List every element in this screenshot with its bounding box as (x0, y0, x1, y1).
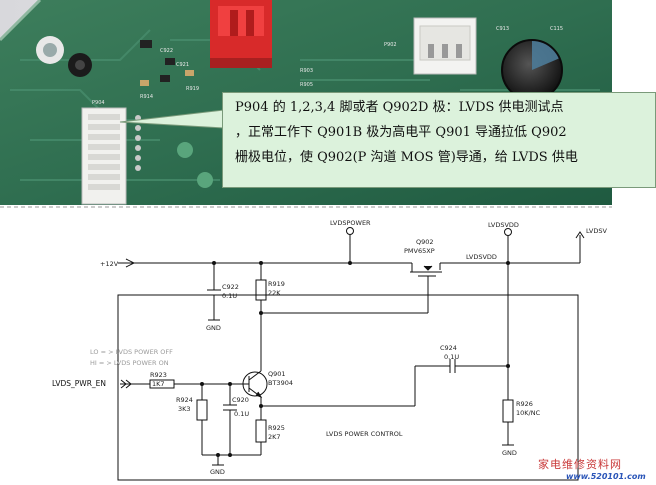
label-gnd-2: GND (502, 449, 517, 457)
watermark-en: www.520101.com (566, 472, 646, 481)
label-c922-val: 0.1U (222, 292, 237, 300)
label-q902-ref: Q902 (416, 238, 434, 246)
label-q901-ref: Q901 (268, 370, 286, 378)
label-lvdsvdd-top: LVDSVDD (488, 221, 519, 229)
silk-c115: C115 (550, 26, 563, 32)
silk-c922: C922 (160, 48, 173, 54)
label-r926-val: 10K/NC (516, 409, 541, 417)
label-r926-ref: R926 (516, 400, 533, 408)
silk-r905: R905 (300, 82, 313, 88)
silk-c913: C913 (496, 26, 509, 32)
label-c920-val: 0.1U (234, 410, 249, 418)
label-c922-ref: C922 (222, 283, 239, 291)
label-block: LVDS POWER CONTROL (326, 430, 403, 438)
note-hi: HI = > LVDS POWER ON (90, 359, 169, 367)
label-c924-ref: C924 (440, 344, 457, 352)
silk-r914: R914 (140, 94, 153, 100)
callout-line-3: 栅极电位，使 Q902(P 沟道 MOS 管)导通，给 LVDS 供电 (235, 150, 578, 165)
label-c924-val: 0.1U (444, 353, 459, 361)
label-r924-ref: R924 (176, 396, 193, 404)
label-q901-part: BT3904 (268, 379, 293, 387)
label-lvdsvdd-mid: LVDSVDD (466, 253, 497, 261)
label-gnd-1: GND (206, 324, 221, 332)
callout-line-1: P904 的 1,2,3,4 脚或者 Q902D 极：LVDS 供电测试点 (235, 100, 564, 115)
label-r919-ref: R919 (268, 280, 285, 288)
callout-box: P904 的 1,2,3,4 脚或者 Q902D 极：LVDS 供电测试点 ，正… (222, 92, 656, 188)
label-r923-ref: R923 (150, 371, 167, 379)
label-r925-val: 2K7 (268, 433, 281, 441)
label-c920-ref: C920 (232, 396, 249, 404)
silk-p904: P904 (92, 100, 105, 106)
junction-dots (200, 261, 510, 457)
silk-r919: R919 (186, 86, 199, 92)
label-r919-val: 22K (268, 289, 281, 297)
label-q902-part: PMV65XP (404, 247, 435, 255)
schematic-diagram: LVDSPOWER LVDSVDD LVDSV +12V Q902 PMV65X… (0, 206, 612, 481)
watermark-cn: 家电维修资料网 (538, 458, 622, 471)
wires (117, 227, 585, 481)
label-r923-val: 1K7 (152, 380, 165, 388)
silk-c921: C921 (176, 62, 189, 68)
silk-p902: P902 (384, 42, 397, 48)
label-lvdspower: LVDSPOWER (330, 219, 371, 227)
note-lo: LO = > LVDS POWER OFF (90, 348, 173, 356)
callout-line-2: ，正常工作下 Q901B 极为高电平 Q901 导通拉低 Q902 (235, 125, 567, 140)
silk-r903: R903 (300, 68, 313, 74)
label-r924-val: 3K3 (178, 405, 191, 413)
label-gnd-3: GND (210, 468, 225, 476)
label-12v: +12V (100, 260, 119, 268)
label-input-net: LVDS_PWR_EN (52, 379, 106, 388)
label-lvdsv: LVDSV (586, 227, 607, 235)
label-r925-ref: R925 (268, 424, 285, 432)
